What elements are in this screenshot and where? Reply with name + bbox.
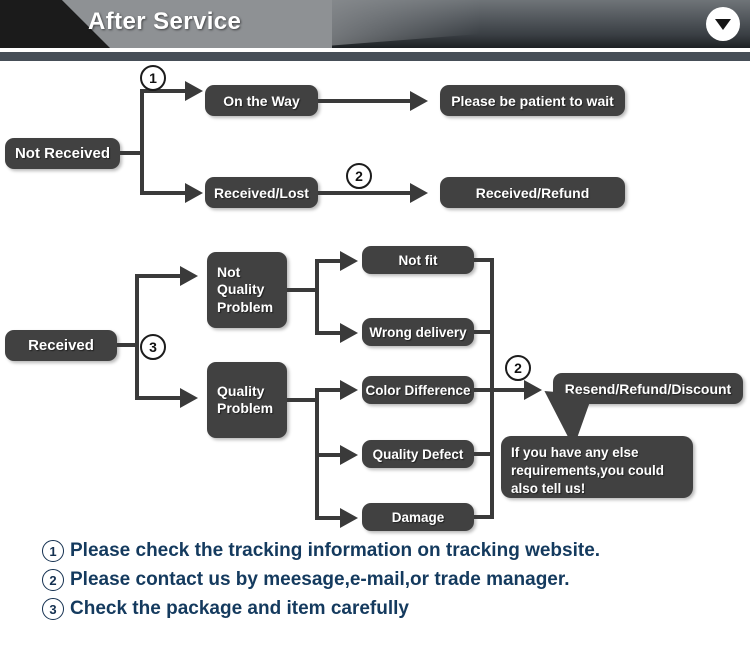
arrowhead-damage [340,508,358,528]
note-text-3: Check the package and item carefully [70,597,409,619]
connector-qualitydefect-out [474,452,494,456]
note-text-2: Please contact us by meesage,e-mail,or t… [70,568,570,590]
connector-to-qualitydefect [315,453,345,457]
connector-notquality-out [287,288,317,292]
arrowhead-notfit [340,251,358,271]
marker-2-outcome: 2 [505,355,531,381]
marker-2-receivedlost: 2 [346,163,372,189]
connector-to-not-quality [135,274,183,278]
callout-extra-requirements: If you have any else requirements,you co… [501,436,693,498]
connector-colordiff-out [474,388,494,392]
node-received-lost[interactable]: Received/Lost [205,177,318,208]
marker-1-ontheway: 1 [140,65,166,91]
arrowhead-ontheway [185,81,203,101]
connector-not-received-stem [120,151,144,155]
node-received[interactable]: Received [5,330,117,361]
connector-notfit-out [474,258,494,262]
connector-to-quality [135,396,183,400]
connector-damage-out [474,515,494,519]
connector-receivedlost-to-result [318,191,416,195]
note-item-3: 3 Check the package and item carefully [0,594,750,623]
arrowhead-qualitydefect [340,445,358,465]
notes-list: 1 Please check the tracking information … [0,536,750,623]
connector-to-damage [315,516,345,520]
node-damage[interactable]: Damage [362,503,474,531]
connector-received-stem [117,343,139,347]
page-title: After Service [88,8,242,35]
connector-wrongdelivery-out [474,330,494,334]
connector-received-bus [135,274,139,400]
connector-branch-ontheway [140,89,188,93]
node-quality-defect[interactable]: Quality Defect [362,440,474,468]
header-gray-band [62,0,332,48]
note-badge-2: 2 [42,569,64,591]
marker-3-received: 3 [140,334,166,360]
arrowhead-quality [180,388,198,408]
header-divider-rule [0,52,750,61]
node-wrong-delivery[interactable]: Wrong delivery [362,318,474,346]
note-badge-1: 1 [42,540,64,562]
node-not-fit[interactable]: Not fit [362,246,474,274]
arrowhead-wrongdelivery [340,323,358,343]
connector-notquality-bus [315,259,319,335]
connector-not-received-bus [140,89,144,195]
connector-to-notfit [315,259,345,263]
node-please-be-patient[interactable]: Please be patient to wait [440,85,625,116]
node-on-the-way[interactable]: On the Way [205,85,318,116]
connector-quality-out [287,398,317,402]
arrowhead-receivedlost [185,183,203,203]
node-resend-refund-discount[interactable]: Resend/Refund/Discount [553,373,743,404]
connector-ontheway-to-result [318,99,416,103]
node-not-received[interactable]: Not Received [5,138,120,169]
note-item-1: 1 Please check the tracking information … [0,536,750,565]
arrowhead-colordiff [340,380,358,400]
note-badge-3: 3 [42,598,64,620]
node-received-refund[interactable]: Received/Refund [440,177,625,208]
arrowhead-received-refund [410,183,428,203]
page-header: After Service [0,0,750,48]
node-color-difference[interactable]: Color Difference [362,376,474,404]
arrowhead-not-quality [180,266,198,286]
note-text-1: Please check the tracking information on… [70,539,601,561]
arrowhead-be-patient [410,91,428,111]
connector-to-colordiff [315,388,345,392]
connector-branch-receivedlost [140,191,188,195]
node-not-quality-problem[interactable]: Not Quality Problem [207,252,287,328]
node-quality-problem[interactable]: Quality Problem [207,362,287,438]
connector-bus-to-outcome [490,388,532,392]
note-item-2: 2 Please contact us by meesage,e-mail,or… [0,565,750,594]
connector-to-wrongdelivery [315,331,345,335]
triangle-down-icon[interactable] [706,7,740,41]
arrowhead-outcome [524,380,542,400]
